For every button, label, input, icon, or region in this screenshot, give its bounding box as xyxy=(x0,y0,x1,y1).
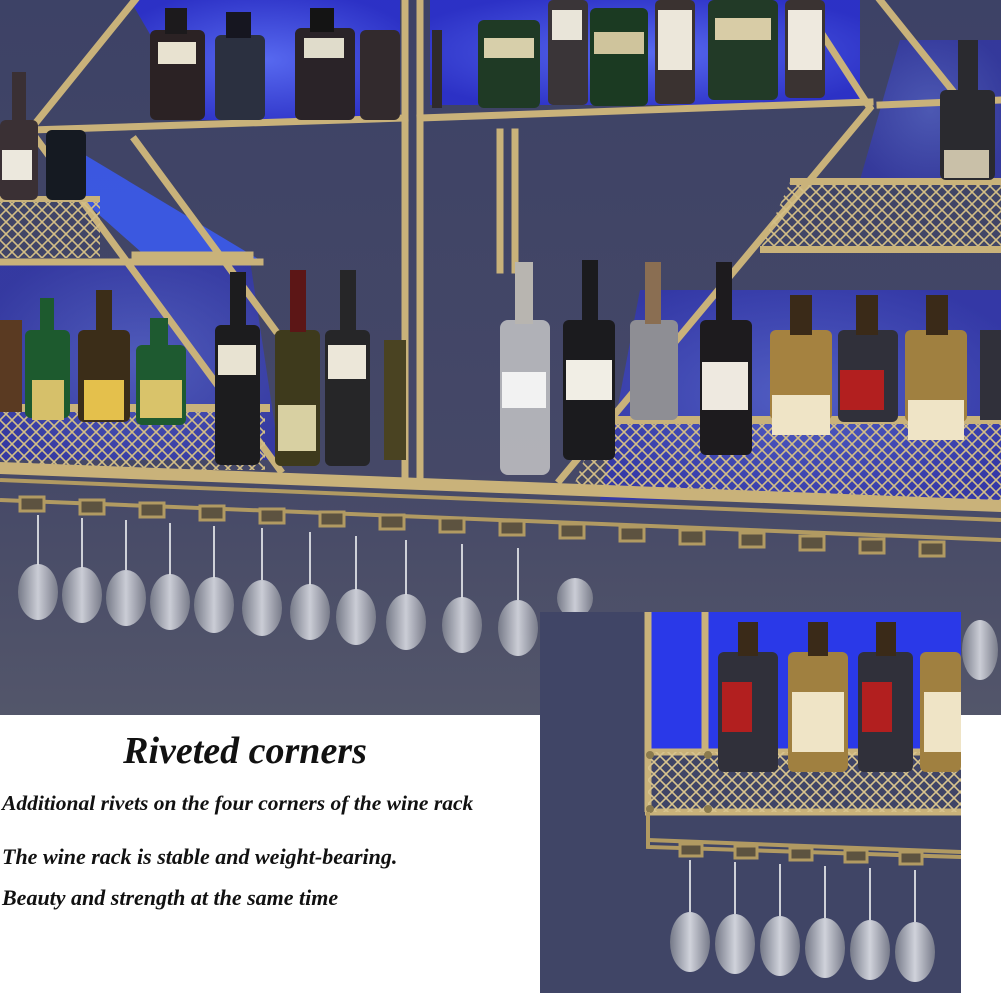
caption-title: Riveted corners xyxy=(123,730,367,772)
caption-panel: Riveted corners Additional rivets on the… xyxy=(0,715,540,1001)
wine-rack-illustration xyxy=(0,0,1001,715)
caption-line-beauty: Beauty and strength at the same time xyxy=(2,885,339,910)
wine-rack-photo xyxy=(0,0,1001,715)
caption-line-stable: The wine rack is stable and weight-beari… xyxy=(2,844,398,869)
inset-illustration xyxy=(540,612,961,993)
riveted-corner-inset-photo xyxy=(540,612,961,993)
caption-line-rivets: Additional rivets on the four corners of… xyxy=(2,791,474,815)
